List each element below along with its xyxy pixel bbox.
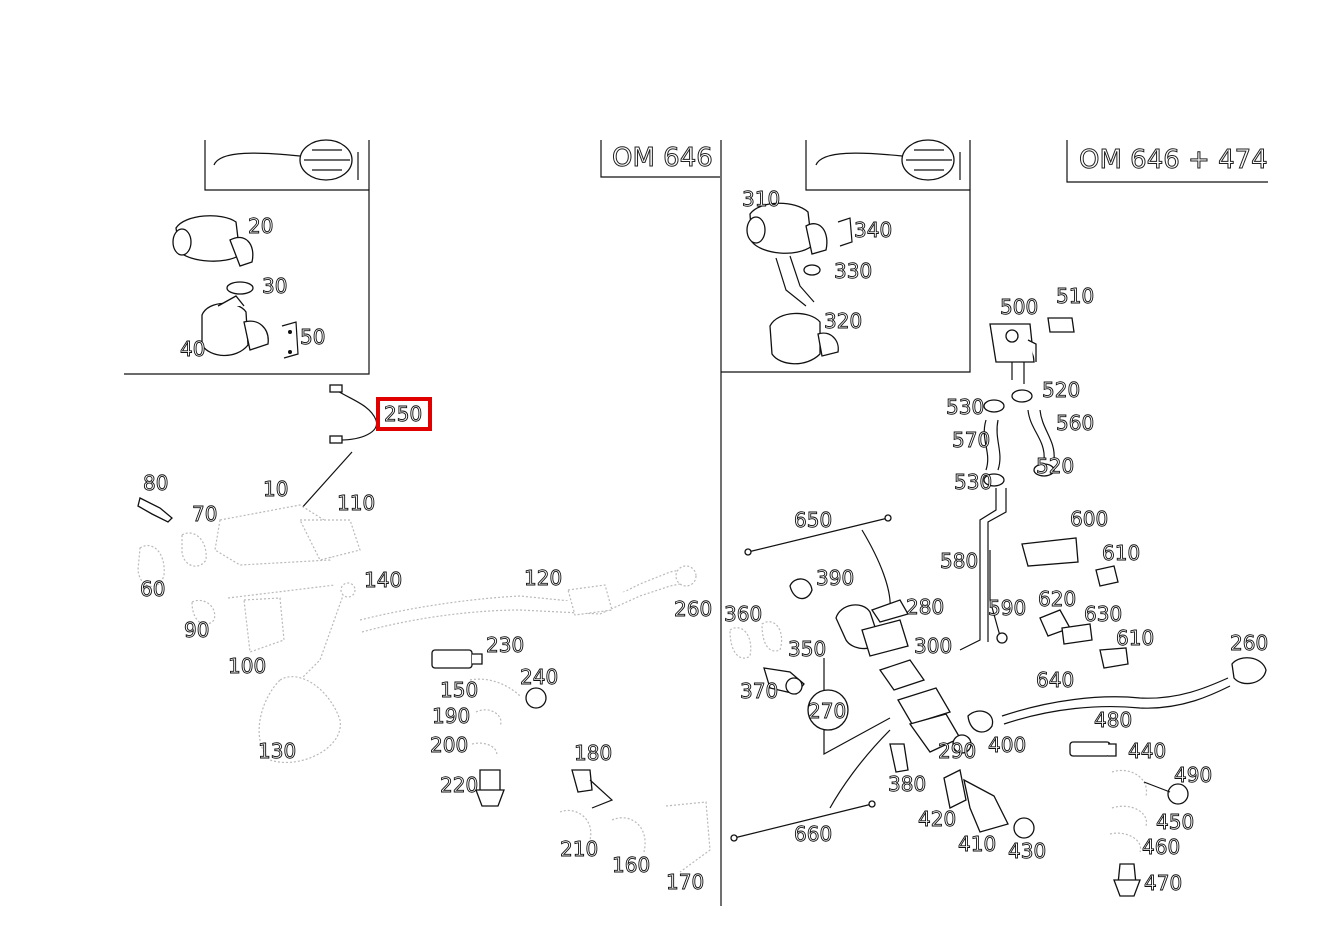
label-590[interactable]: 590 <box>988 596 1027 621</box>
label-40[interactable]: 40 <box>180 337 206 362</box>
label-300[interactable]: 300 <box>914 634 953 659</box>
label-440[interactable]: 440 <box>1128 739 1167 764</box>
label-170[interactable]: 170 <box>666 870 705 895</box>
label-640[interactable]: 640 <box>1036 668 1075 693</box>
label-160[interactable]: 160 <box>612 853 651 878</box>
label-410[interactable]: 410 <box>958 832 997 857</box>
right-hardware-icon <box>1109 769 1189 897</box>
label-520-top[interactable]: 520 <box>1042 378 1081 403</box>
left-inset-logo-icon <box>213 139 359 181</box>
label-530-top[interactable]: 530 <box>946 395 985 420</box>
left-header: OM 646 <box>612 143 713 173</box>
right-header-frame <box>1066 140 1268 183</box>
label-430[interactable]: 430 <box>1008 839 1047 864</box>
label-600[interactable]: 600 <box>1070 507 1109 532</box>
label-110[interactable]: 110 <box>337 491 376 516</box>
label-60[interactable]: 60 <box>140 577 166 602</box>
label-290[interactable]: 290 <box>938 739 977 764</box>
pressure-converter-icon <box>959 317 1075 651</box>
label-620[interactable]: 620 <box>1038 587 1077 612</box>
label-20[interactable]: 20 <box>248 214 274 239</box>
label-650[interactable]: 650 <box>794 508 833 533</box>
right-brackets-icon <box>1001 537 1267 757</box>
label-180[interactable]: 180 <box>574 741 613 766</box>
right-panel: 310 340 330 320 OM 646 + 474 500 510 520… <box>721 139 1269 897</box>
label-150[interactable]: 150 <box>440 678 479 703</box>
left-header-frame <box>600 140 720 178</box>
label-50[interactable]: 50 <box>300 325 326 350</box>
label-250[interactable]: 250 <box>384 402 423 427</box>
label-230[interactable]: 230 <box>486 633 525 658</box>
selected-part-highlight <box>376 397 432 431</box>
label-190[interactable]: 190 <box>432 704 471 729</box>
label-200[interactable]: 200 <box>430 733 469 758</box>
label-270[interactable]: 270 <box>808 699 847 724</box>
left-inset-turbo-housing-icon <box>172 215 299 359</box>
left-panel: 20 30 40 50 OM 646 250 <box>124 139 720 895</box>
label-380[interactable]: 380 <box>888 772 927 797</box>
label-610-bottom[interactable]: 610 <box>1116 626 1155 651</box>
label-580[interactable]: 580 <box>940 549 979 574</box>
label-310[interactable]: 310 <box>742 187 781 212</box>
label-630[interactable]: 630 <box>1084 602 1123 627</box>
label-340[interactable]: 340 <box>854 218 893 243</box>
label-530-bottom[interactable]: 530 <box>954 470 993 495</box>
label-320[interactable]: 320 <box>824 309 863 334</box>
label-30[interactable]: 30 <box>262 274 288 299</box>
label-490[interactable]: 490 <box>1174 763 1213 788</box>
label-70[interactable]: 70 <box>192 502 218 527</box>
label-280[interactable]: 280 <box>906 595 945 620</box>
label-500[interactable]: 500 <box>1000 295 1039 320</box>
label-220[interactable]: 220 <box>440 773 479 798</box>
right-header: OM 646 + 474 <box>1079 145 1268 175</box>
label-90[interactable]: 90 <box>184 618 210 643</box>
label-610-top[interactable]: 610 <box>1102 541 1141 566</box>
label-260-right[interactable]: 260 <box>1230 631 1269 656</box>
right-inset-turbo-icon <box>746 202 853 365</box>
label-560[interactable]: 560 <box>1056 411 1095 436</box>
label-420[interactable]: 420 <box>918 807 957 832</box>
label-140[interactable]: 140 <box>364 568 403 593</box>
label-210[interactable]: 210 <box>560 837 599 862</box>
label-100[interactable]: 100 <box>228 654 267 679</box>
label-130[interactable]: 130 <box>258 739 297 764</box>
label-480[interactable]: 480 <box>1094 708 1133 733</box>
label-370[interactable]: 370 <box>740 679 779 704</box>
label-470[interactable]: 470 <box>1144 871 1183 896</box>
label-520-bottom[interactable]: 520 <box>1036 454 1075 479</box>
label-260-left[interactable]: 260 <box>674 597 713 622</box>
label-660[interactable]: 660 <box>794 822 833 847</box>
label-360[interactable]: 360 <box>724 602 763 627</box>
label-450[interactable]: 450 <box>1156 810 1195 835</box>
right-inset-logo-icon <box>815 139 961 181</box>
label-390[interactable]: 390 <box>816 566 855 591</box>
left-assembly-icon <box>137 497 697 764</box>
label-330[interactable]: 330 <box>834 259 873 284</box>
right-exhaust-parts-icon <box>729 514 1035 842</box>
left-hardware-icon <box>431 649 711 873</box>
label-460[interactable]: 460 <box>1142 835 1181 860</box>
label-80[interactable]: 80 <box>143 471 169 496</box>
label-240[interactable]: 240 <box>520 665 559 690</box>
label-510[interactable]: 510 <box>1056 284 1095 309</box>
label-10[interactable]: 10 <box>263 477 289 502</box>
label-570[interactable]: 570 <box>952 428 991 453</box>
label-350[interactable]: 350 <box>788 637 827 662</box>
label-120[interactable]: 120 <box>524 566 563 591</box>
label-400[interactable]: 400 <box>988 733 1027 758</box>
